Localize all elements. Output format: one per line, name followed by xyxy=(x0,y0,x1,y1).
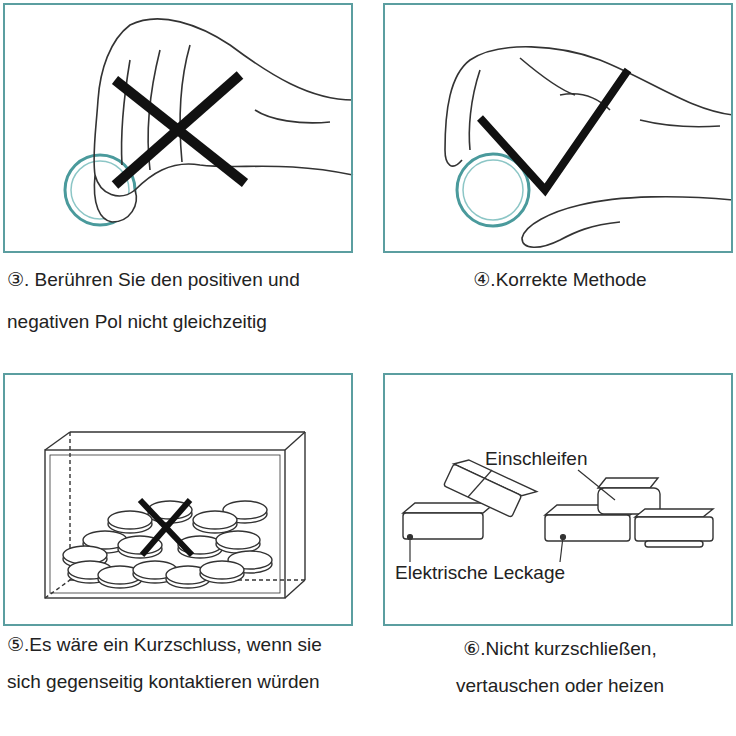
callout-label: Einschleifen xyxy=(485,447,645,471)
panel-box: ④.Korrekte Methode xyxy=(383,3,733,253)
cross-mark xyxy=(115,75,245,185)
correct-grip-illustration xyxy=(445,47,733,247)
cross-mark xyxy=(140,500,192,555)
panel-caption: ③. Berühren Sie den positiven und negati… xyxy=(7,259,379,343)
wrong-grip-illustration xyxy=(65,19,353,225)
panel-caption: ④.Korrekte Methode xyxy=(385,259,735,301)
coin-box-illustration xyxy=(45,432,305,598)
panel-caption: ⑤.Es wäre ein Kurzschluss, wenn sie sich… xyxy=(7,626,352,700)
check-mark xyxy=(480,70,628,190)
callout-label: Elektrische Leckage xyxy=(395,561,625,585)
panel-box: ③. Berühren Sie den positiven und negati… xyxy=(3,3,353,253)
panel-box: EinschleifenElektrische Leckage⑥.Nicht k… xyxy=(383,373,733,626)
panel-caption: ⑥.Nicht kurzschließen, vertauschen oder … xyxy=(410,630,710,704)
leader-line xyxy=(408,470,616,562)
panel-box: ⑤.Es wäre ein Kurzschluss, wenn sie sich… xyxy=(3,373,353,626)
